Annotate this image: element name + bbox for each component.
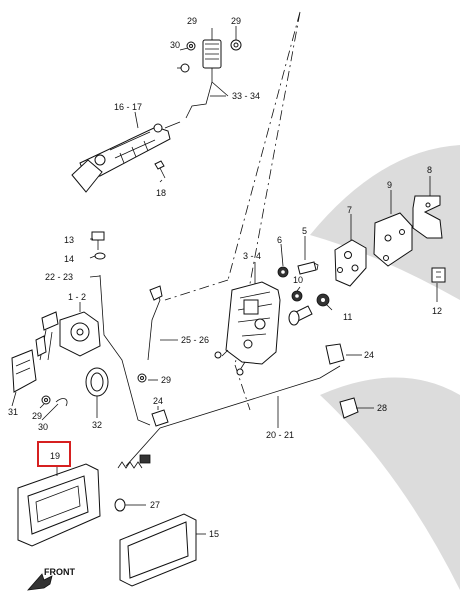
callout-24-left: 24: [153, 396, 163, 406]
callout-30-bottom: 30: [38, 422, 48, 432]
striker-block-part-9: [373, 212, 413, 267]
screw-part-11-bolt: [288, 305, 313, 326]
callout-24-right: 24: [364, 350, 374, 360]
callout-12: 12: [432, 306, 442, 316]
clip-part-30-bottom: [55, 398, 68, 407]
callout-8: 8: [427, 165, 432, 175]
striker-part-7: [334, 239, 367, 287]
screw-part-5: [297, 261, 319, 275]
highlight-box-19: [37, 441, 71, 467]
bushing-part-29-top-right: [230, 39, 242, 51]
callout-7: 7: [347, 205, 352, 215]
inside-handle-assembly: [71, 121, 181, 193]
leader-lines: [11, 26, 438, 535]
bushing-part-29-top-left: [186, 41, 196, 51]
inside-handle-part-19: [17, 463, 101, 547]
bushing-part-29-left: [41, 395, 51, 405]
front-arrow-icon: [27, 573, 53, 591]
rod-22-23: [99, 274, 151, 426]
front-label: FRONT: [44, 567, 75, 577]
callout-14: 14: [64, 254, 74, 264]
callout-25-26: 25 - 26: [181, 335, 209, 345]
striker-plate-part-8: [412, 195, 443, 239]
washer-part-10: [291, 290, 303, 302]
bushing-part-29-center: [137, 373, 147, 383]
callout-32: 32: [92, 420, 102, 430]
remote-cable-20-21: [125, 365, 341, 467]
callout-1-2: 1 - 2: [68, 292, 86, 302]
bolt-part-13: [91, 231, 105, 250]
callout-29-center: 29: [161, 375, 171, 385]
clip-part-30-top: [177, 63, 190, 73]
lock-rod-25-26: [147, 285, 163, 361]
callout-13: 13: [64, 235, 74, 245]
background-shade-lower: [320, 377, 460, 590]
seal-part-32: [85, 367, 109, 397]
lock-cylinder-assembly: [35, 311, 101, 361]
washer-part-6: [277, 266, 289, 278]
washer-part-14: [94, 252, 106, 260]
bezel-part-15: [119, 513, 197, 587]
key-part-31: [11, 349, 37, 393]
callout-6: 6: [277, 235, 282, 245]
callout-10: 10: [293, 275, 303, 285]
callout-22-23: 22 - 23: [45, 272, 73, 282]
screw-part-27: [114, 498, 136, 512]
callout-18: 18: [156, 188, 166, 198]
callout-29-top-left: 29: [187, 16, 197, 26]
cap-part-12: [431, 267, 446, 283]
clip-part-24-left: [151, 409, 169, 427]
screw-part-18: [154, 160, 166, 179]
callout-31: 31: [8, 407, 18, 417]
callout-33-34: 33 - 34: [232, 91, 260, 101]
callout-27: 27: [150, 500, 160, 510]
callout-11: 11: [343, 312, 352, 322]
callout-15: 15: [209, 529, 219, 539]
cable-spring: [117, 454, 151, 469]
door-lock-assembly: [214, 281, 281, 376]
callout-29-top-right: 29: [231, 16, 241, 26]
callout-9: 9: [387, 180, 392, 190]
lock-knob-rod-assembly: [185, 39, 229, 119]
callout-3-4: 3 - 4: [243, 251, 261, 261]
clip-part-24-right: [325, 343, 345, 365]
washer-part-11: [316, 293, 330, 307]
callout-30-top: 30: [170, 40, 180, 50]
callout-labels: 29 30 29 33 - 34 16 - 17 18 8 9 7 6 5 3 …: [8, 16, 442, 539]
clip-part-28: [339, 397, 359, 419]
callout-20-21: 20 - 21: [266, 430, 294, 440]
callout-16-17: 16 - 17: [114, 102, 142, 112]
callout-29-left: 29: [32, 411, 42, 421]
callout-5: 5: [302, 226, 307, 236]
callout-28: 28: [377, 403, 387, 413]
callout-19: 19: [50, 451, 60, 461]
